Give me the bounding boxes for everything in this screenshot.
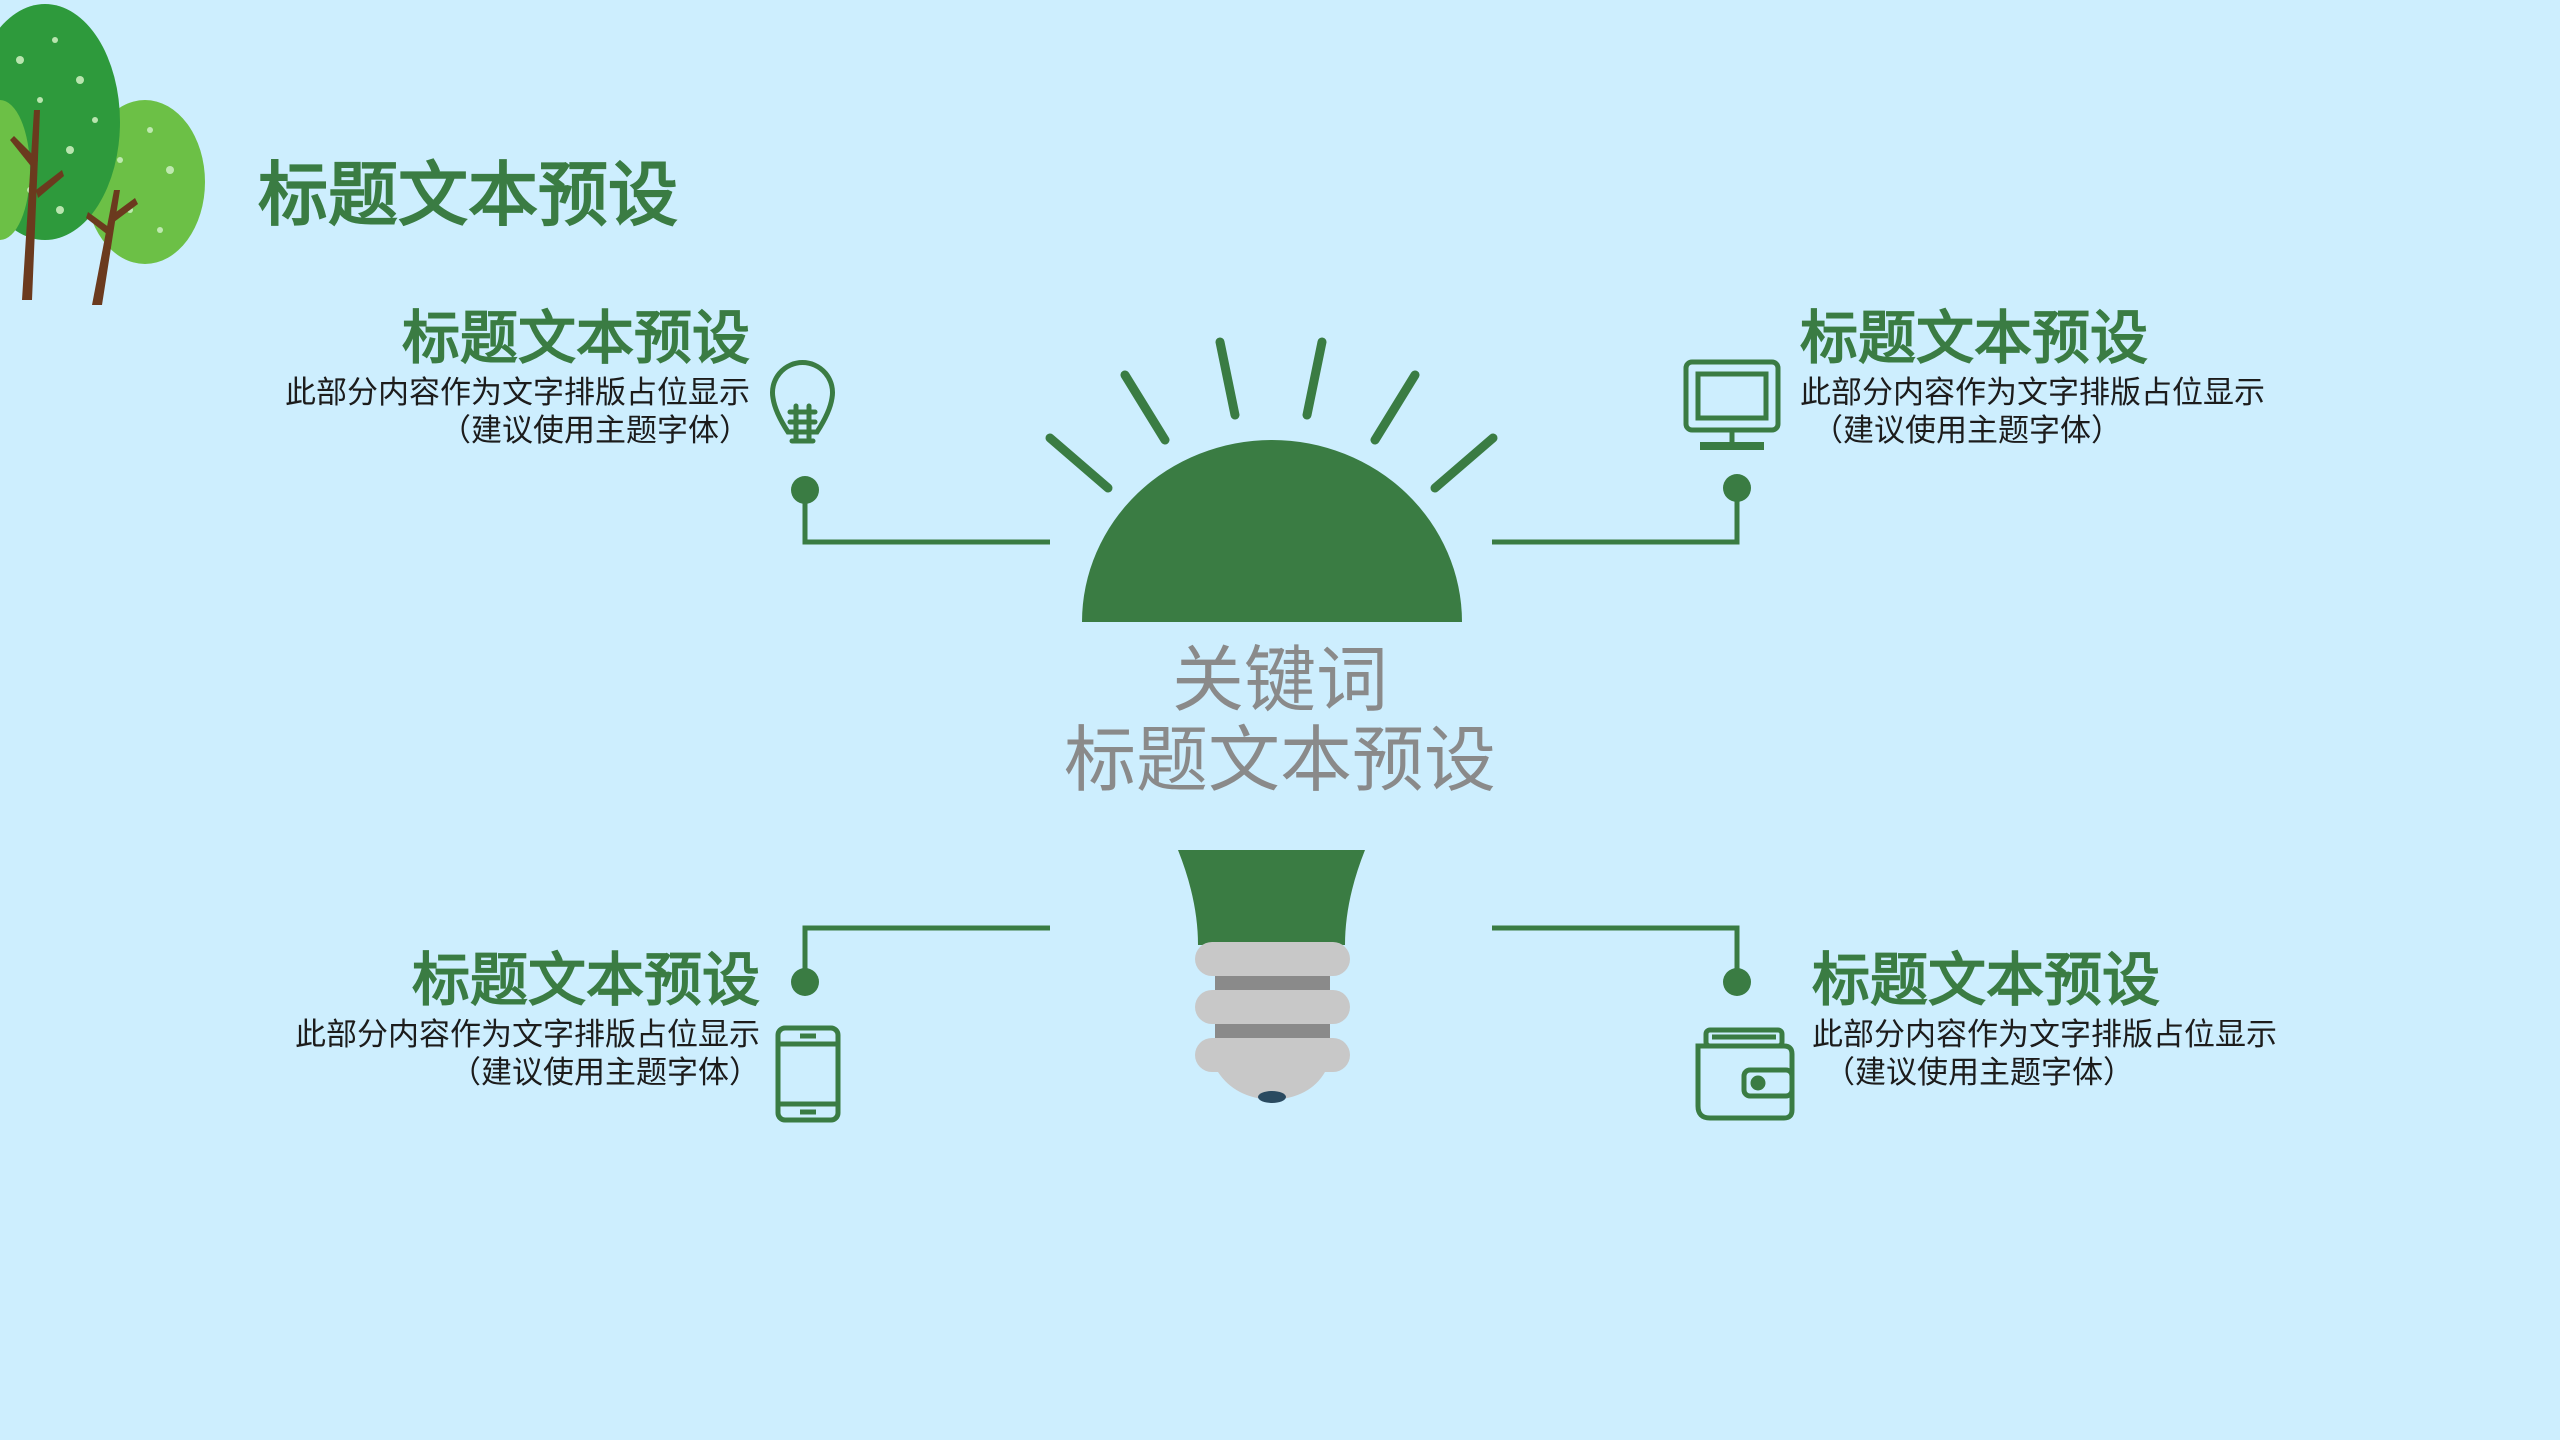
center-title: 标题文本预设 (1063, 718, 1496, 802)
block-title: 标题文本预设 (1812, 946, 2161, 1014)
block-body-line2: （建议使用主题字体） (1812, 413, 2122, 449)
block-body-line1: 此部分内容作为文字排版占位显示 (1800, 375, 2265, 411)
block-title: 标题文本预设 (401, 304, 750, 372)
trees-decoration (0, 4, 205, 305)
bulb-neck (1178, 850, 1365, 945)
block-bottom-left: 标题文本预设 此部分内容作为文字排版占位显示 （建议使用主题字体） (210, 944, 760, 1092)
block-body-line1: 此部分内容作为文字排版占位显示 (295, 1017, 760, 1053)
block-top-left: 标题文本预设 此部分内容作为文字排版占位显示 （建议使用主题字体） (200, 302, 750, 450)
page-title: 标题文本预设 (258, 154, 678, 236)
lightbulb-icon (770, 360, 835, 444)
monitor-icon (1683, 359, 1781, 450)
block-body-line2: （建议使用主题字体） (1824, 1055, 2134, 1091)
block-bottom-right: 标题文本预设 此部分内容作为文字排版占位显示 （建议使用主题字体） (1812, 944, 2372, 1092)
wallet-icon (1695, 1027, 1795, 1121)
block-body-line1: 此部分内容作为文字排版占位显示 (1812, 1017, 2277, 1053)
connector-dot-bottom-left (791, 968, 819, 996)
bulb-dome (1082, 440, 1462, 622)
block-body-line1: 此部分内容作为文字排版占位显示 (285, 375, 750, 411)
connector-bottom-right (1492, 925, 1740, 982)
block-body-line2: （建议使用主题字体） (440, 413, 750, 449)
center-label: 关键词 标题文本预设 (1000, 640, 1560, 800)
mobile-phone-icon (775, 1025, 841, 1123)
connector-bottom-left (802, 925, 1050, 982)
block-top-right: 标题文本预设 此部分内容作为文字排版占位显示 （建议使用主题字体） (1800, 302, 2360, 450)
connector-top-left (802, 490, 1050, 545)
connector-dot-top-right (1723, 474, 1751, 502)
connector-dot-top-left (791, 476, 819, 504)
block-body-line2: （建议使用主题字体） (450, 1055, 760, 1091)
block-title: 标题文本预设 (1800, 304, 2149, 372)
bulb-rays (1045, 337, 1498, 493)
bulb-base (1195, 942, 1350, 1103)
center-keyword: 关键词 (1171, 638, 1388, 722)
block-title: 标题文本预设 (411, 946, 760, 1014)
connector-dot-bottom-right (1723, 968, 1751, 996)
connector-top-right (1492, 488, 1740, 545)
